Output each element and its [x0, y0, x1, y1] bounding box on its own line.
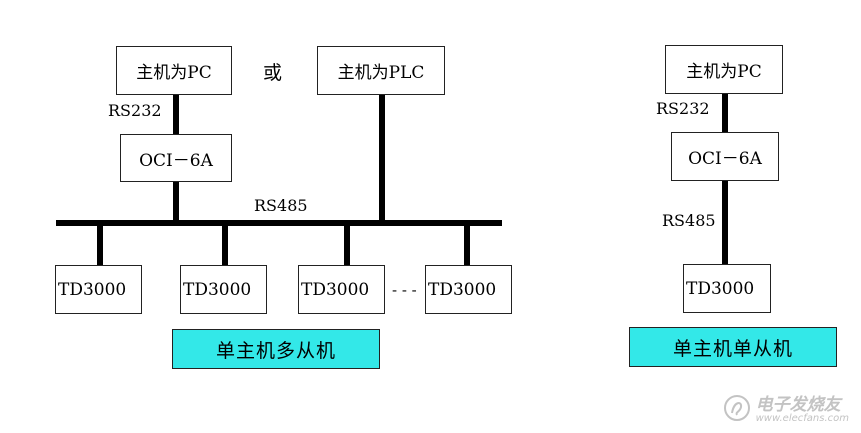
rs485-bus	[56, 220, 502, 226]
host-pc-label: 主机为PC	[136, 63, 212, 83]
slave-label: TD3000	[183, 279, 252, 300]
slave-label: TD3000	[301, 279, 370, 300]
converter-label: OCI－6A	[139, 150, 213, 171]
right-host-pc-label: 主机为PC	[686, 62, 762, 82]
bus-drop-4	[464, 226, 470, 266]
right-slave-box: TD3000	[683, 264, 771, 313]
left-caption: 单主机多从机	[215, 339, 336, 362]
converter-box: OCI－6A	[120, 134, 232, 182]
host-plc-box: 主机为PLC	[317, 46, 445, 95]
slave-box-3: TD3000	[298, 265, 385, 314]
right-host-pc-box: 主机为PC	[665, 45, 783, 94]
right-converter-label: OCI－6A	[688, 149, 762, 169]
bus-drop-3	[344, 226, 350, 266]
elecfans-logo-icon	[722, 393, 752, 427]
slave-label: TD3000	[428, 279, 497, 300]
converter-to-bus-line	[173, 181, 179, 221]
right-rs485-line	[722, 180, 728, 266]
watermark: 电子发烧友 www.elecfans.com	[722, 393, 849, 427]
host-pc-box: 主机为PC	[116, 46, 232, 95]
watermark-en: www.elecfans.com	[755, 412, 849, 424]
bus-drop-1	[97, 226, 103, 266]
slave-box-4: TD3000	[425, 265, 512, 314]
rs232-label: RS232	[108, 101, 162, 120]
right-rs485-label: RS485	[662, 211, 716, 230]
left-caption-box: 单主机多从机	[172, 329, 380, 369]
or-label: 或	[263, 62, 283, 84]
ellipsis-label: - - -	[392, 281, 417, 299]
right-rs232-label: RS232	[656, 99, 710, 118]
rs232-line	[173, 94, 179, 134]
slave-box-1: TD3000	[55, 265, 142, 314]
right-caption: 单主机单从机	[672, 337, 793, 360]
right-slave-label: TD3000	[686, 278, 755, 299]
host-plc-label: 主机为PLC	[337, 63, 425, 83]
plc-to-bus-line	[379, 94, 385, 221]
right-caption-box: 单主机单从机	[629, 327, 837, 367]
watermark-cn: 电子发烧友	[755, 394, 841, 415]
right-converter-box: OCI－6A	[671, 132, 779, 181]
slave-box-2: TD3000	[180, 265, 267, 314]
rs485-label: RS485	[254, 196, 308, 215]
bus-drop-2	[222, 226, 228, 266]
right-rs232-line	[722, 93, 728, 133]
slave-label: TD3000	[58, 279, 127, 300]
